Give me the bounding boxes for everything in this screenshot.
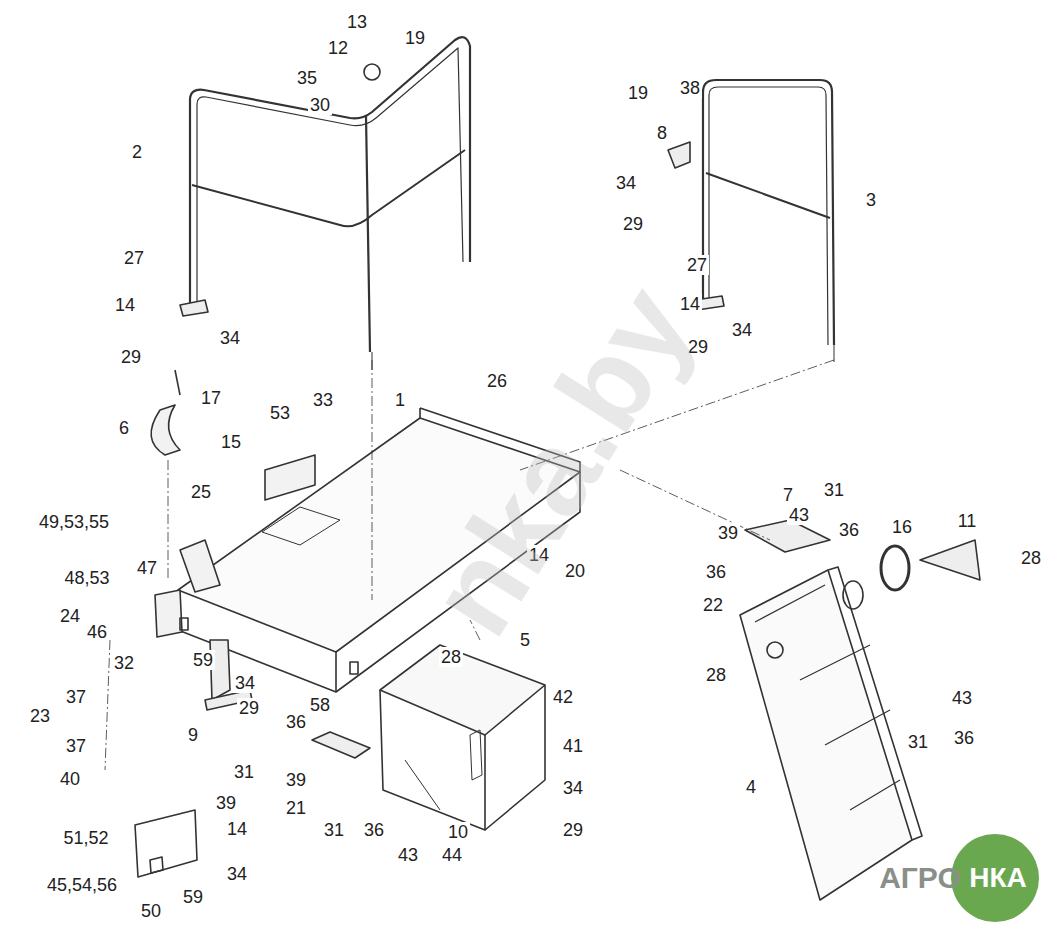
callout-number: 44: [440, 845, 464, 865]
callout-number: 8: [655, 123, 669, 143]
callout-number: 40: [58, 769, 82, 789]
callout-number: 34: [730, 320, 754, 340]
callout-number: 13: [345, 12, 369, 32]
callout-number: 22: [701, 595, 725, 615]
callout-number: 4: [744, 777, 758, 797]
callout-number: 46: [85, 622, 109, 642]
callout-number: 14: [225, 819, 249, 839]
callout-number: 10: [446, 822, 470, 842]
callout-number: 25: [189, 482, 213, 502]
callout-number: 38: [678, 78, 702, 98]
callout-number: 31: [322, 820, 346, 840]
callout-number: 43: [396, 845, 420, 865]
callout-number: 29: [119, 347, 143, 367]
callout-number: 51,52: [61, 828, 110, 848]
callout-number: 31: [232, 762, 256, 782]
callout-number: 1: [393, 390, 407, 410]
callout-number: 15: [219, 432, 243, 452]
callout-number: 34: [614, 173, 638, 193]
callout-number: 29: [621, 214, 645, 234]
callout-number: 32: [112, 653, 136, 673]
callout-number: 21: [284, 798, 308, 818]
callout-number: 28: [439, 647, 463, 667]
callout-number: 48,53: [62, 568, 111, 588]
callout-number: 34: [233, 673, 257, 693]
callout-number: 49,53,55: [37, 512, 111, 532]
callout-number: 12: [326, 38, 350, 58]
callout-number: 43: [787, 505, 811, 525]
logo-text: АГРО: [879, 861, 961, 895]
callout-number: 47: [135, 558, 159, 578]
callout-number: 17: [199, 388, 223, 408]
callout-number: 14: [113, 295, 137, 315]
logo-text: НКА: [969, 862, 1027, 894]
callout-number: 19: [403, 28, 427, 48]
callout-number: 23: [28, 706, 52, 726]
callout-number: 39: [214, 793, 238, 813]
callout-number: 34: [218, 328, 242, 348]
callout-number: 42: [551, 687, 575, 707]
callout-number: 6: [117, 418, 131, 438]
callout-number: 16: [890, 517, 914, 537]
callout-number: 35: [295, 68, 319, 88]
callout-number: 11: [956, 511, 979, 531]
callout-number: 37: [64, 736, 88, 756]
callout-number: 36: [284, 712, 308, 732]
callout-number: 41: [561, 736, 585, 756]
callout-number: 36: [704, 562, 728, 582]
callout-number: 31: [906, 732, 930, 752]
callout-number: 30: [308, 95, 332, 115]
callout-number: 28: [1019, 548, 1043, 568]
callout-number: 50: [139, 901, 163, 921]
callout-number: 34: [561, 778, 585, 798]
callout-number: 28: [704, 665, 728, 685]
callout-number: 33: [311, 390, 335, 410]
callout-number: 29: [561, 820, 585, 840]
callout-number: 31: [822, 480, 846, 500]
callout-number: 58: [308, 695, 332, 715]
callout-number: 36: [362, 820, 386, 840]
callout-number: 34: [225, 864, 249, 884]
callout-number: 59: [181, 887, 205, 907]
callout-number: 9: [186, 725, 200, 745]
callout-number: 3: [864, 190, 878, 210]
callout-number: 24: [58, 606, 82, 626]
callout-number: 19: [626, 83, 650, 103]
callout-number: 39: [716, 523, 740, 543]
callout-number: 27: [122, 248, 146, 268]
callout-number: 7: [781, 485, 795, 505]
callout-number: 43: [950, 688, 974, 708]
callout-number: 39: [284, 770, 308, 790]
callout-number: 37: [64, 687, 88, 707]
callout-number: 36: [952, 728, 976, 748]
callout-number: 59: [191, 650, 215, 670]
callout-number: 29: [237, 698, 261, 718]
callout-number: 53: [268, 403, 292, 423]
callout-number: 2: [130, 142, 144, 162]
callout-number: 45,54,56: [45, 875, 119, 895]
callout-number: 36: [837, 520, 861, 540]
callout-number: 26: [485, 371, 509, 391]
callout-number: 27: [685, 255, 709, 275]
